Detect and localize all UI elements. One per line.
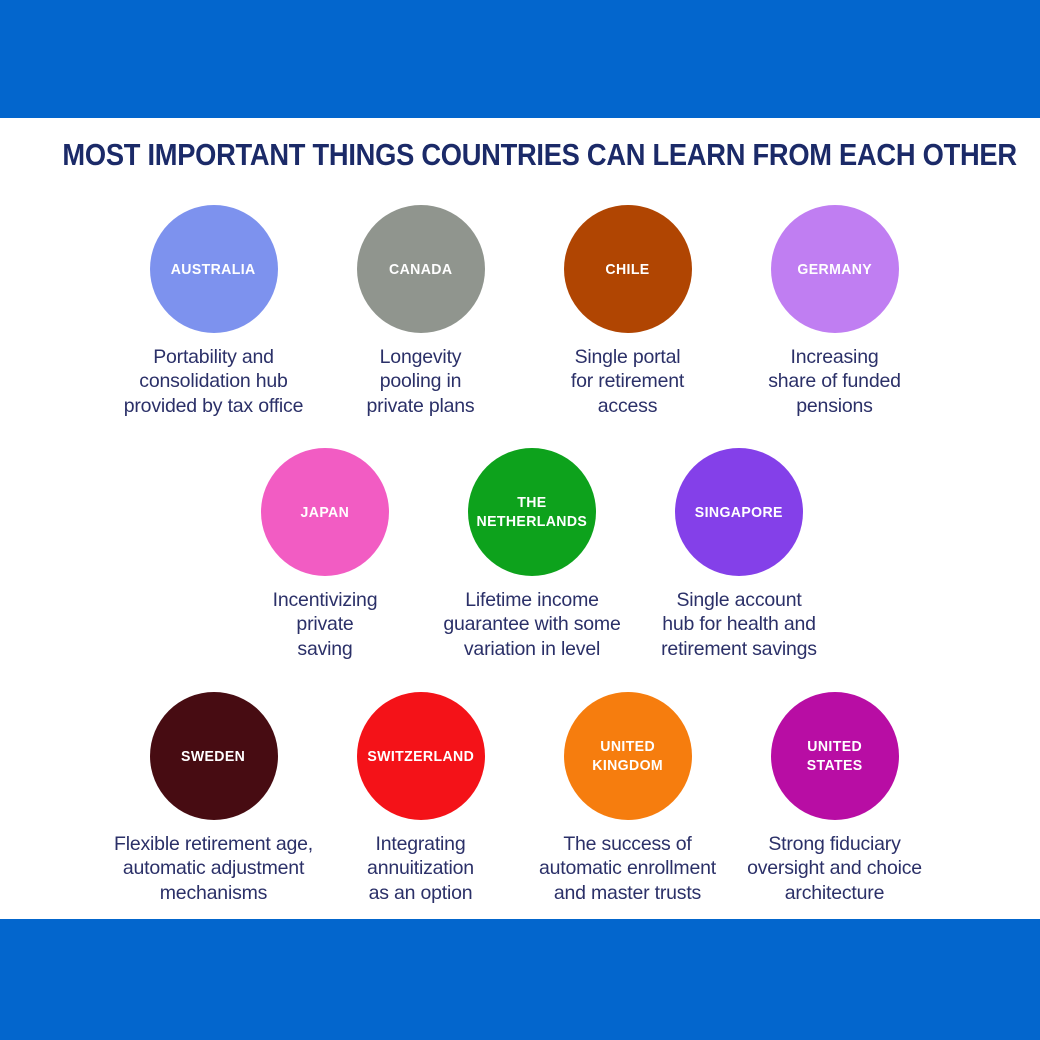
country-name: AUSTRALIA (171, 260, 256, 278)
country-name: JAPAN (300, 503, 350, 521)
page-title: MOST IMPORTANT THINGS COUNTRIES CAN LEAR… (62, 137, 1017, 172)
country-circle: SWITZERLAND (356, 692, 485, 820)
country-row-3: SWEDEN Flexible retirement age,automatic … (4, 692, 1040, 905)
country-name: GERMANY (797, 260, 872, 278)
country-name: CHILE (605, 260, 650, 278)
country-name: CANADA (388, 260, 453, 278)
bottom-banner (0, 919, 1040, 1040)
top-banner (0, 0, 1040, 118)
country-item: SWEDEN Flexible retirement age,automatic … (110, 692, 317, 905)
country-description: Flexible retirement age,automatic adjust… (114, 833, 313, 904)
country-circle: SINGAPORE (675, 448, 803, 576)
country-name: SINGAPORE (694, 503, 784, 521)
country-name: SWITZERLAND (367, 747, 474, 765)
country-circle: CANADA (356, 205, 485, 333)
country-circle: AUSTRALIA (149, 205, 278, 333)
country-name: SWEDEN (181, 747, 246, 765)
country-circle: CHILE (563, 205, 692, 333)
country-circle: SWEDEN (149, 692, 278, 820)
country-circle: JAPAN (261, 448, 389, 576)
country-circle: GERMANY (770, 205, 899, 333)
